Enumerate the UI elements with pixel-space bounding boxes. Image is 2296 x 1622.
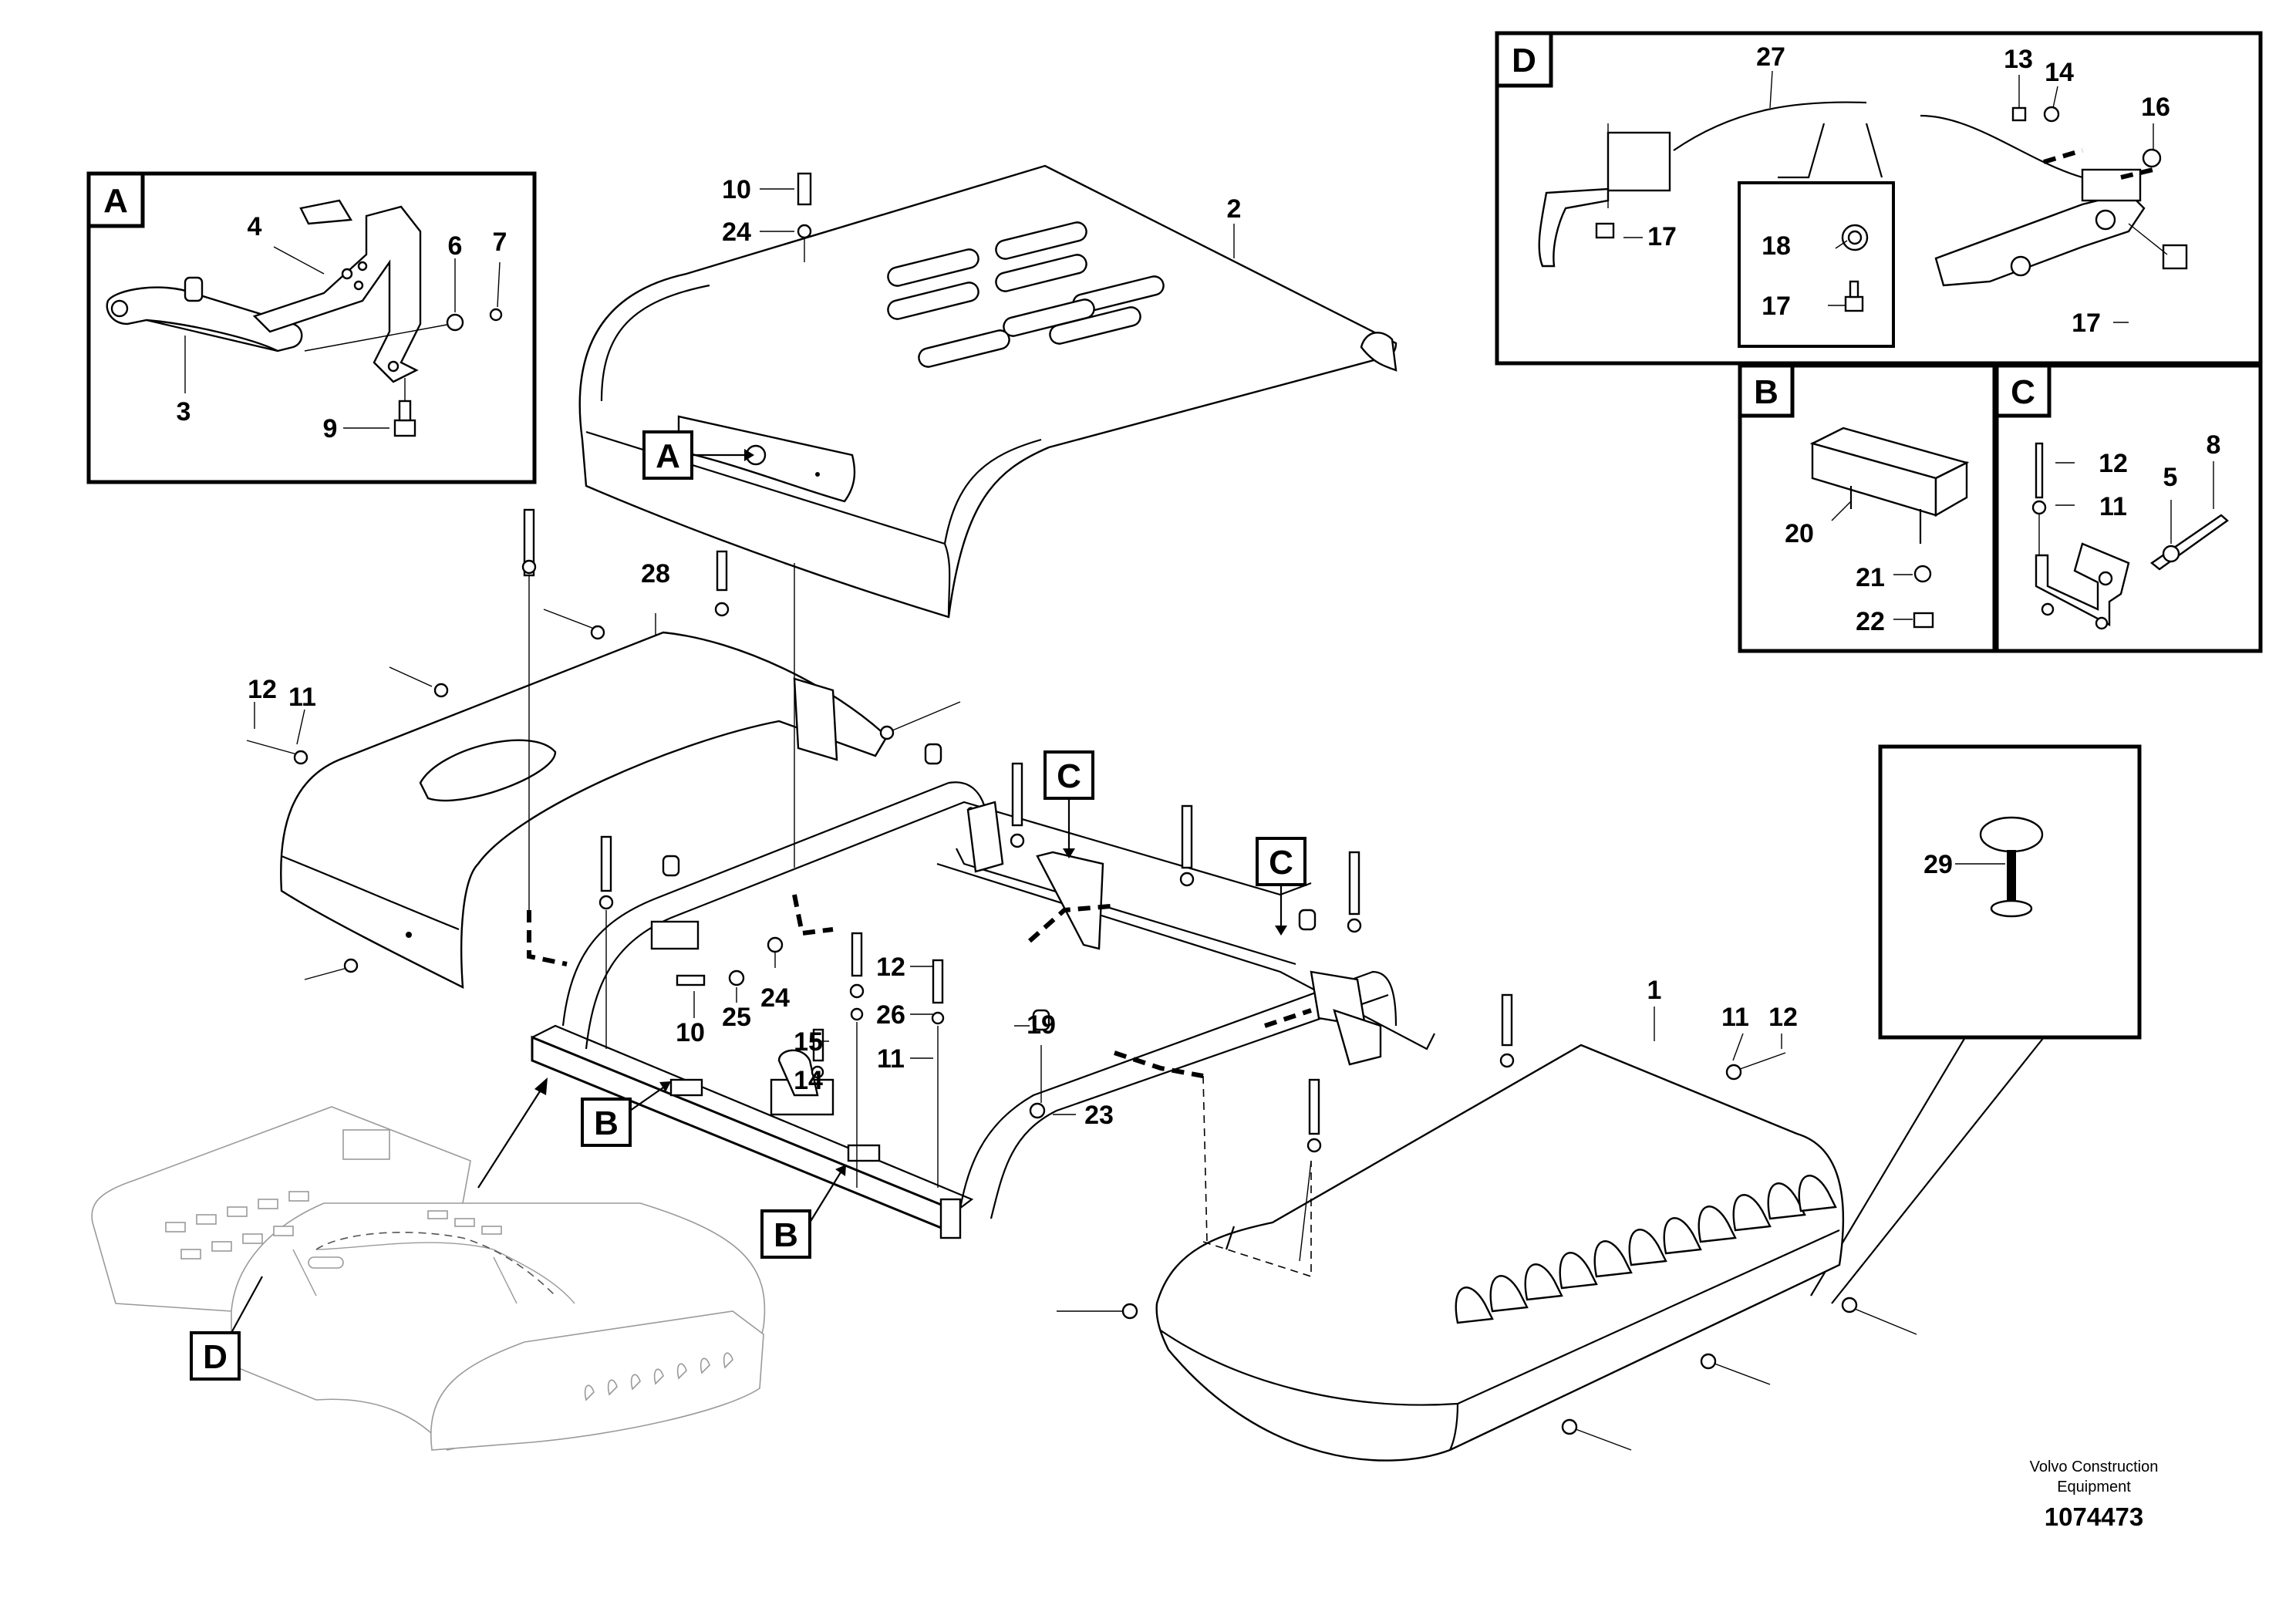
label-part-26: 26 bbox=[876, 1000, 905, 1030]
detail-a-letter: A bbox=[103, 182, 128, 220]
label-part-6: 6 bbox=[448, 231, 463, 261]
label-part-15: 15 bbox=[794, 1027, 823, 1057]
label-part-11-c: 11 bbox=[2099, 492, 2127, 521]
label-part-10-top: 10 bbox=[722, 175, 751, 204]
callout-a: A bbox=[656, 437, 680, 475]
plug-part-29 bbox=[1979, 816, 2044, 918]
label-part-7: 7 bbox=[493, 228, 507, 257]
label-part-5: 5 bbox=[2163, 463, 2178, 492]
label-part-25: 25 bbox=[722, 1003, 751, 1032]
label-part-18: 18 bbox=[1762, 231, 1791, 261]
callout-c-1: C bbox=[1057, 757, 1081, 795]
vent-slots-cover-2 bbox=[887, 221, 1165, 368]
callout-b-1: B bbox=[594, 1104, 619, 1142]
label-part-14: 14 bbox=[2045, 58, 2074, 87]
label-part-22: 22 bbox=[1856, 607, 1885, 636]
label-part-24-top: 24 bbox=[722, 218, 751, 247]
label-part-12-right: 12 bbox=[1768, 1003, 1798, 1032]
label-part-12-c: 12 bbox=[2099, 449, 2128, 478]
bracket-part-4 bbox=[252, 199, 422, 383]
label-part-11-right: 11 bbox=[1721, 1003, 1749, 1032]
assembled-overview: D bbox=[91, 1077, 766, 1451]
label-part-4: 4 bbox=[248, 212, 262, 241]
label-part-8: 8 bbox=[2207, 430, 2221, 460]
vent-ribs-cover-1 bbox=[1455, 1175, 1837, 1324]
label-part-17-a: 17 bbox=[1647, 222, 1677, 251]
callout-d: D bbox=[203, 1338, 228, 1376]
nut-part-9 bbox=[393, 400, 416, 437]
label-part-9: 9 bbox=[323, 414, 338, 443]
support-frame: 12 26 11 15 14 10 25 24 19 23 C C B B bbox=[528, 563, 1435, 1259]
label-part-10-mid: 10 bbox=[676, 1018, 705, 1047]
label-part-24-mid: 24 bbox=[760, 983, 790, 1013]
label-part-19: 19 bbox=[1027, 1010, 1056, 1040]
hinge-bracket bbox=[2035, 542, 2130, 630]
latch-mechanism bbox=[1538, 123, 1671, 268]
label-part-23: 23 bbox=[1084, 1101, 1114, 1130]
bolt-part-17-sub bbox=[1844, 280, 1864, 312]
label-part-16: 16 bbox=[2141, 93, 2170, 122]
label-part-29: 29 bbox=[1923, 850, 1953, 879]
detail-d-letter: D bbox=[1512, 42, 1536, 79]
detail-c-letter: C bbox=[2011, 373, 2035, 411]
label-part-27: 27 bbox=[1756, 42, 1785, 72]
label-part-13: 13 bbox=[2004, 45, 2033, 74]
label-part-14-mid: 14 bbox=[794, 1066, 823, 1095]
label-part-17-b: 17 bbox=[1762, 292, 1791, 321]
label-part-21: 21 bbox=[1856, 563, 1885, 592]
detail-a-panel: A 4 6 7 3 bbox=[86, 171, 537, 484]
overview-vents bbox=[165, 1129, 733, 1401]
top-cover-part-2: 10 24 2 A bbox=[578, 164, 1397, 619]
label-part-3: 3 bbox=[177, 397, 191, 427]
label-part-28: 28 bbox=[641, 559, 670, 588]
lever-assembly bbox=[1934, 106, 2188, 287]
callout-c-2: C bbox=[1269, 844, 1293, 882]
label-part-12-mid: 12 bbox=[876, 953, 905, 982]
detail-c-panel: C 12 11 5 8 bbox=[1994, 363, 2263, 653]
clip-part-18 bbox=[1841, 224, 1869, 251]
rubber-stops-part-19 bbox=[662, 743, 1317, 1031]
detail-d-panel: D bbox=[1495, 31, 2263, 366]
label-part-1: 1 bbox=[1647, 976, 1662, 1005]
company-name-line1: Volvo Construction bbox=[2030, 1458, 2159, 1475]
handle-part-3 bbox=[106, 276, 303, 352]
detail-plug-panel: 29 bbox=[1810, 744, 2142, 1304]
rear-cover-part-1: 1 11 12 bbox=[1057, 976, 1917, 1462]
rubber-block-part-20 bbox=[1809, 427, 1970, 544]
callout-b-2: B bbox=[774, 1216, 798, 1254]
company-name-line2: Equipment bbox=[2057, 1479, 2131, 1496]
label-part-17-c: 17 bbox=[2072, 309, 2101, 338]
label-part-2: 2 bbox=[1227, 194, 1242, 224]
label-part-12-left: 12 bbox=[248, 675, 277, 704]
side-cover-part-28: 28 12 11 bbox=[246, 508, 961, 990]
detail-b-panel: B 20 21 22 bbox=[1738, 363, 1997, 653]
label-part-11-left: 11 bbox=[288, 683, 316, 712]
detail-b-letter: B bbox=[1754, 373, 1778, 411]
footer-credit: Volvo Construction Equipment 1074473 bbox=[2030, 1458, 2159, 1531]
label-part-11-mid: 11 bbox=[877, 1044, 905, 1074]
drawing-number: 1074473 bbox=[2045, 1502, 2143, 1531]
label-part-20: 20 bbox=[1785, 519, 1814, 548]
